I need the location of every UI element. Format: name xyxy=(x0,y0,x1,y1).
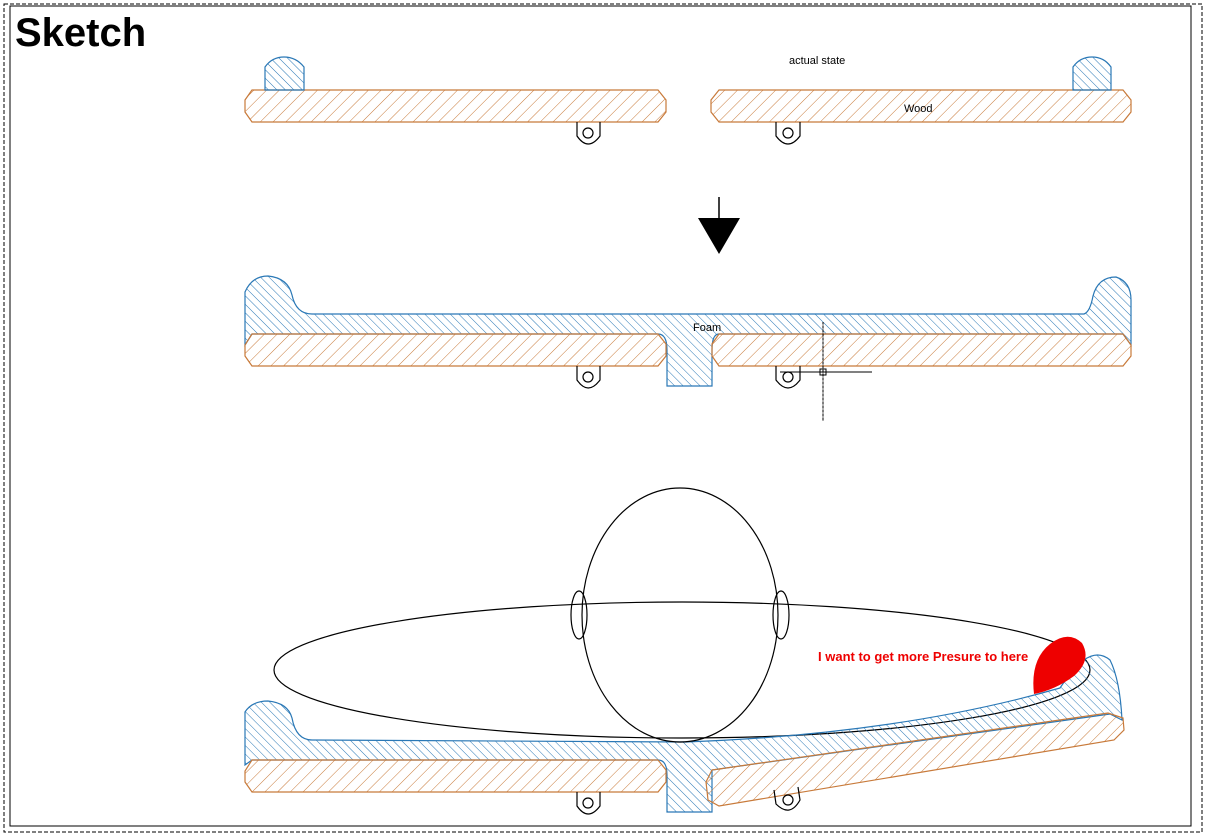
left-wood-board xyxy=(244,89,667,123)
pressure-note: I want to get more Presure to here xyxy=(818,649,1028,664)
sheet-title: Sketch xyxy=(15,11,146,55)
foam-label: Foam xyxy=(693,322,721,334)
view-foam-cover: Foam xyxy=(244,275,1132,421)
ear-right xyxy=(772,590,790,640)
crosshair-cursor-icon xyxy=(780,322,872,421)
right-wood-board-covered xyxy=(711,333,1132,367)
right-wood-board xyxy=(710,89,1132,123)
left-end-foam-block xyxy=(264,56,305,91)
left-wood-board-fixed xyxy=(244,759,667,793)
pressure-zone-highlight xyxy=(1033,636,1086,694)
down-arrow-icon xyxy=(698,197,740,254)
sheet-border-outer xyxy=(3,3,1203,833)
right-mount-eye-covered xyxy=(775,366,801,389)
right-mount-eye-head-view xyxy=(773,786,801,811)
right-end-foam-block xyxy=(1072,56,1112,91)
left-mount-eye-covered xyxy=(576,366,601,389)
head-ellipse xyxy=(581,487,779,743)
left-board-mount-eye xyxy=(576,122,601,145)
left-wood-board-covered xyxy=(244,333,667,367)
view-actual-state: actual state Wood xyxy=(244,55,1132,145)
wood-label: Wood xyxy=(904,103,933,115)
left-mount-eye-head-view xyxy=(576,792,601,815)
foam-cover-top xyxy=(244,275,1132,387)
right-wood-board-tilted xyxy=(705,712,1125,807)
sheet-border-inner xyxy=(9,5,1192,827)
ear-left xyxy=(570,590,588,640)
actual-state-label: actual state xyxy=(789,55,845,67)
right-board-mount-eye xyxy=(775,122,801,145)
view-head-on-seat: I want to get more Presure to here xyxy=(244,487,1125,815)
